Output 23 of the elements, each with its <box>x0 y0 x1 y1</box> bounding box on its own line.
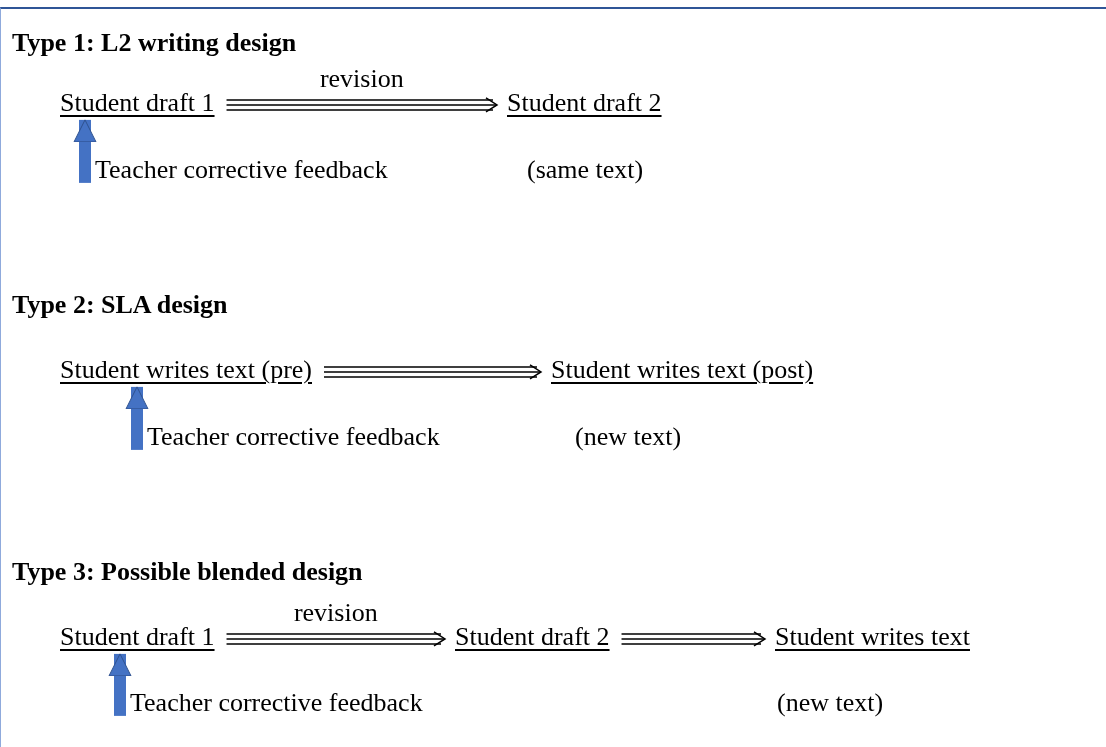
section-heading: Type 3: Possible blended design <box>12 557 363 587</box>
feedback-text: Teacher corrective feedback <box>95 155 388 185</box>
double-arrow <box>225 631 446 647</box>
underlined-text: Student draft 2 <box>455 622 610 652</box>
note-text: (new text) <box>777 688 884 718</box>
note-text: (same text) <box>527 155 644 185</box>
underlined-text: Student writes text (post) <box>551 355 814 385</box>
double-arrow <box>225 97 498 113</box>
underlined-text: Student writes text <box>775 622 970 652</box>
double-arrow <box>620 631 766 647</box>
underlined-text: Student writes text (pre) <box>60 355 312 385</box>
section-heading: Type 1: L2 writing design <box>12 28 297 58</box>
underlined-text: Student draft 2 <box>507 88 662 118</box>
block-arrow <box>108 653 132 716</box>
feedback-text: Teacher corrective feedback <box>147 422 440 452</box>
block-arrow <box>73 119 97 183</box>
feedback-text: Teacher corrective feedback <box>130 688 423 718</box>
section-heading: Type 2: SLA design <box>12 290 228 320</box>
note-text: (new text) <box>575 422 682 452</box>
double-arrow <box>323 364 542 380</box>
underlined-text: Student draft 1 <box>60 88 215 118</box>
underlined-text: Student draft 1 <box>60 622 215 652</box>
block-arrow <box>125 386 149 450</box>
